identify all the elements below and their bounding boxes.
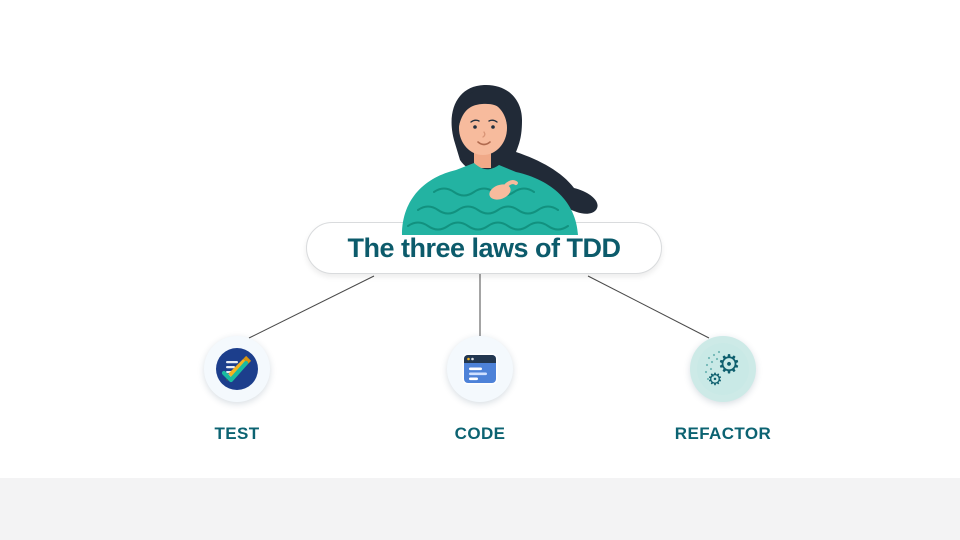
smile: [477, 141, 491, 146]
torso-arms: [402, 163, 578, 235]
node-label-refactor: REFACTOR: [674, 424, 772, 443]
svg-text:⚙: ⚙: [717, 350, 740, 380]
left-eyebrow: [470, 119, 480, 123]
code-window-icon: [447, 336, 513, 402]
gears-icon: ⚙ ⚙: [690, 336, 756, 402]
shirt-wave-1: [433, 187, 535, 197]
hair-front: [458, 88, 508, 126]
node-label-test: TEST: [214, 424, 260, 443]
refactor-icon-graphic: ⚙ ⚙: [697, 343, 749, 395]
left-eye: [473, 125, 477, 129]
code-icon-graphic: [462, 353, 498, 385]
hand: [489, 180, 518, 200]
slide-title: The three laws of TDD: [347, 232, 621, 263]
test-icon-graphic: [216, 348, 258, 390]
nose: [482, 131, 486, 138]
right-eye: [491, 125, 495, 129]
node-label-code: CODE: [454, 424, 506, 443]
node-refactor: ⚙ ⚙ REFACTOR: [643, 336, 803, 444]
woman-leaning-illustration: [402, 84, 598, 235]
node-test: TEST: [157, 336, 317, 444]
face: [459, 101, 507, 155]
test-checklist-icon: [204, 336, 270, 402]
node-code: CODE: [400, 336, 560, 444]
svg-text:⚙: ⚙: [707, 370, 722, 390]
shirt-wave-2: [417, 205, 559, 215]
right-eyebrow: [488, 119, 498, 123]
shirt-wave-3: [407, 221, 569, 231]
footer-band: [0, 478, 960, 540]
